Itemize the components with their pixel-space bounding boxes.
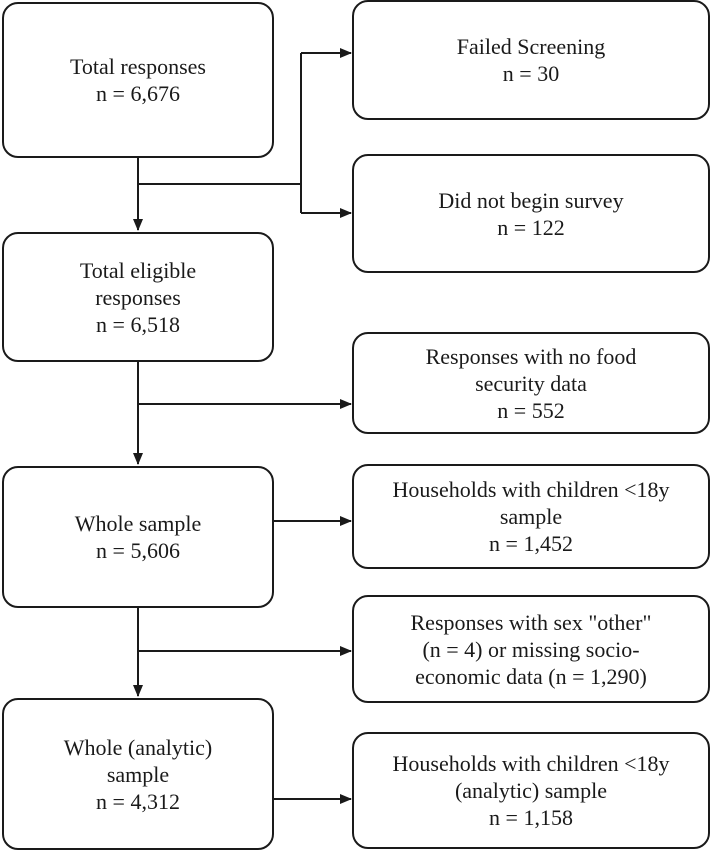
node-text-line: n = 122 [497,214,565,240]
node-text-line: Households with children <18y [392,751,670,776]
node-text-line: n = 5,606 [96,538,180,563]
node-text-line: Total eligible [79,257,197,283]
node-text-line: Failed Screening [456,34,606,59]
node-text-line: Responses with sex "other" [410,609,652,635]
node-text-line: sample [106,761,170,787]
node-text-line: Whole (analytic) [63,734,213,760]
node-text-line: n = 1,452 [489,531,573,556]
node-text-line: n = 6,518 [96,311,180,337]
node-text-line: n = 1,158 [489,805,573,830]
node-text-line: sample [499,504,563,529]
node-text-line: n = 6,676 [96,81,180,106]
node-text-line: economic data (n = 1,290) [415,663,647,689]
node-text-line: Responses with no food [425,343,637,369]
node-text-line: n = 552 [497,397,565,423]
node-households-children-analytic: Households with children <18y(analytic) … [352,732,710,849]
node-text-line: responses [95,284,181,310]
node-text-line: Whole sample [74,511,202,536]
node-text-line: security data [475,370,587,396]
node-text-line: Did not begin survey [438,187,624,213]
node-text-line: Households with children <18y [392,477,670,502]
node-text-line: (analytic) sample [454,778,608,803]
node-text-line: Total responses [70,54,206,79]
node-sex-other-or-missing: Responses with sex "other"(n = 4) or mis… [352,595,710,703]
node-text-line: n = 30 [502,61,560,86]
node-text-line: (n = 4) or missing socio- [422,636,640,662]
node-text-line: n = 4,312 [96,788,180,814]
